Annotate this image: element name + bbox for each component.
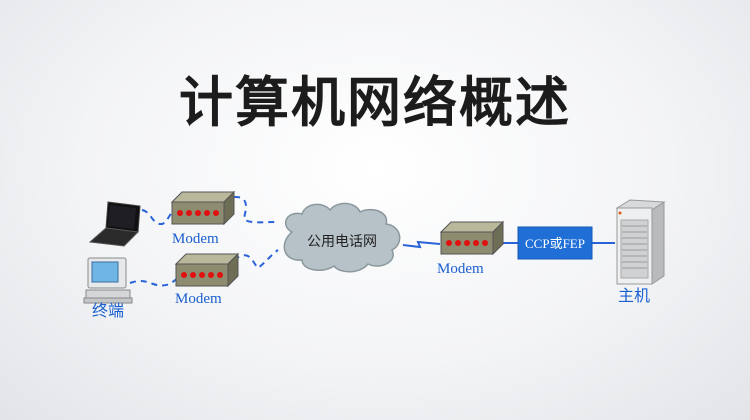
modem-1-icon — [171, 191, 235, 225]
ccp-fep-label: CCP或FEP — [525, 236, 585, 251]
modem-1-label: Modem — [172, 231, 219, 247]
server-icon — [615, 199, 666, 285]
modem-3-label: Modem — [437, 261, 484, 277]
ccp-fep-box — [517, 226, 593, 260]
link-modem1-cloud — [233, 195, 279, 224]
cloud-icon — [283, 202, 401, 273]
link-desktop-modem2 — [129, 277, 179, 287]
page-title: 计算机网络概述 — [179, 71, 571, 134]
terminal-label: 终端 — [92, 301, 124, 320]
modem-2-label: Modem — [175, 291, 222, 307]
host-label: 主机 — [618, 286, 650, 305]
desktop-computer-icon — [83, 257, 133, 304]
link-laptop-modem1 — [141, 207, 177, 226]
link-modem2-cloud — [233, 249, 279, 270]
modem-2-icon — [175, 253, 239, 287]
laptop-icon — [88, 201, 141, 247]
link-cloud-modem3 — [402, 240, 441, 249]
cloud-label: 公用电话网 — [307, 234, 377, 250]
modem-3-icon — [440, 221, 504, 255]
